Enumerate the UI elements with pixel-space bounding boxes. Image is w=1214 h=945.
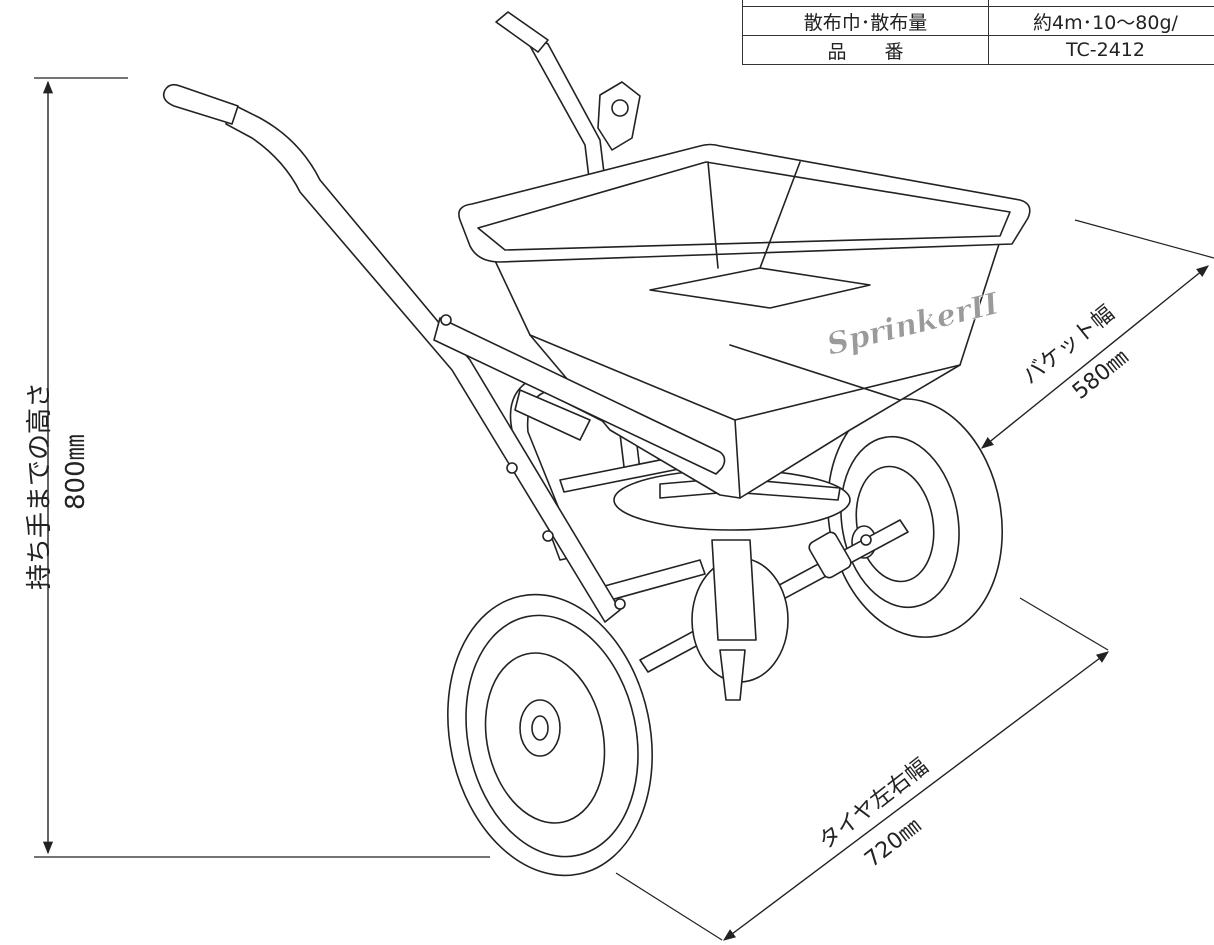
height-value: 800㎜ bbox=[61, 434, 91, 510]
handle-grip-right bbox=[495, 11, 549, 53]
spec-value: TC-2412 bbox=[988, 35, 1214, 65]
spec-value: 約4m･10〜80g/ bbox=[988, 6, 1214, 36]
handle-bar-left bbox=[225, 103, 621, 623]
bucket-width-dimension: バケット幅 580㎜ bbox=[981, 219, 1214, 449]
spec-table: 散布巾･散布量 約4m･10〜80g/ 品 番 TC-2412 bbox=[742, 0, 1214, 65]
gearbox bbox=[691, 539, 789, 701]
spec-label: 散布巾･散布量 bbox=[742, 6, 989, 36]
spec-row-model: 品 番 TC-2412 bbox=[742, 35, 1214, 65]
spec-row-spread: 散布巾･散布量 約4m･10〜80g/ bbox=[742, 6, 1214, 36]
wheel-left bbox=[447, 593, 653, 877]
hopper-support-tube bbox=[433, 317, 726, 475]
spec-label: 品 番 bbox=[742, 35, 989, 65]
spreader-illustration bbox=[162, 11, 1031, 877]
hopper-inner bbox=[477, 161, 1011, 251]
handle-grip-left bbox=[162, 83, 239, 125]
height-label: 持ち手までの高さ bbox=[25, 382, 55, 590]
height-dimension: 持ち手までの高さ 800㎜ bbox=[25, 77, 490, 858]
